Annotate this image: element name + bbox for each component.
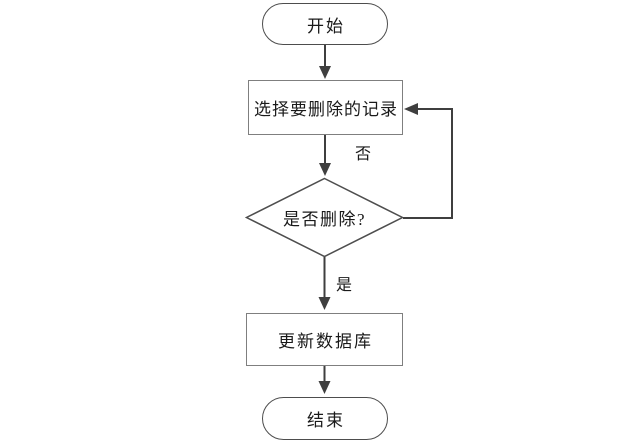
edge-label-no: 否 — [355, 146, 372, 163]
flowchart-node-end: 结束 — [262, 397, 388, 440]
flowchart-node-decision: 是否删除? — [246, 178, 403, 257]
edge-decision-no-loop — [403, 108, 453, 219]
flowchart-node-start: 开始 — [262, 3, 388, 45]
decision-diamond-shape — [244, 177, 405, 258]
arrowhead-down-icon — [319, 66, 331, 79]
arrowhead-down-icon — [318, 297, 331, 310]
arrowhead-left-icon — [404, 103, 418, 115]
edge-label-yes: 是 — [336, 277, 353, 294]
node-end-label: 结束 — [307, 411, 345, 430]
node-update-label: 更新数据库 — [278, 332, 373, 351]
flowchart-node-update-database: 更新数据库 — [246, 313, 403, 366]
arrowhead-down-icon — [319, 163, 331, 176]
node-decision-label: 是否删除? — [282, 210, 367, 229]
arrowhead-down-icon — [318, 381, 331, 394]
node-start-label: 开始 — [307, 16, 345, 36]
node-select-label: 选择要删除的记录 — [254, 100, 398, 119]
flowchart-node-select-records: 选择要删除的记录 — [248, 80, 403, 135]
